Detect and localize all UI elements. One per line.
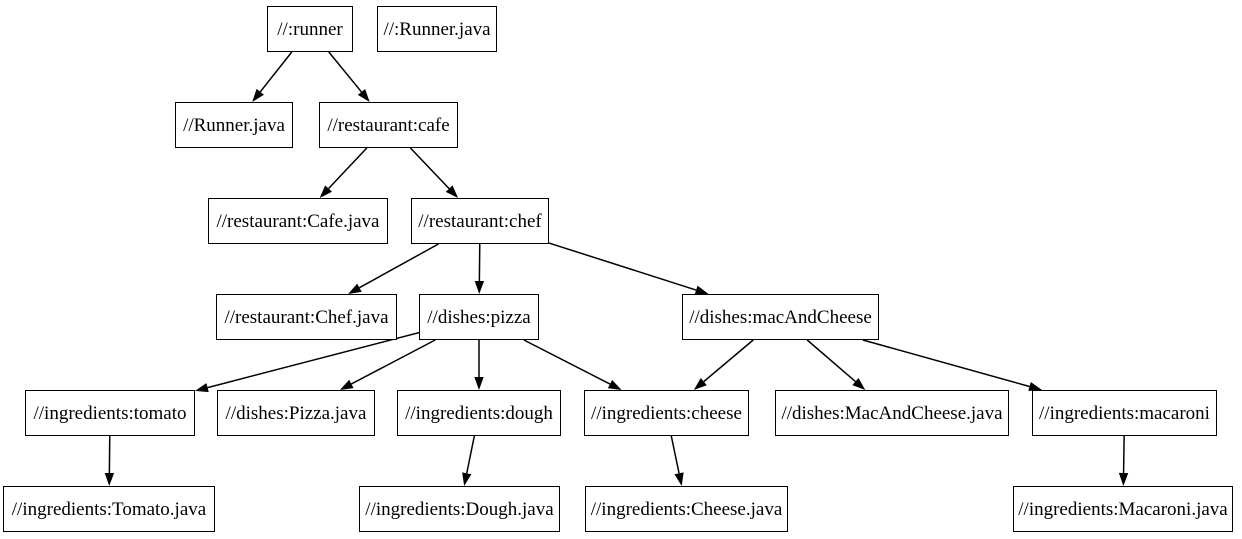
arrowhead-icon: [1028, 381, 1043, 392]
graph-node-runner-java-root: //:Runner.java: [377, 6, 497, 52]
graph-node-label: //ingredients:macaroni: [1039, 402, 1210, 424]
graph-node-pizza-java: //dishes:Pizza.java: [217, 390, 375, 436]
arrowhead-icon: [339, 379, 354, 390]
edge-macaroni-to-macaroni-java: [1122, 435, 1125, 474]
graph-node-label: //ingredients:Macaroni.java: [1018, 498, 1228, 520]
graph-node-label: //:Runner.java: [383, 18, 491, 40]
graph-node-dough: //ingredients:dough: [397, 390, 561, 436]
graph-node-label: //dishes:MacAndCheese.java: [781, 402, 1003, 424]
arrowhead-icon: [1118, 472, 1129, 486]
edge-cafe-to-cafe-java: [328, 147, 368, 190]
arrowhead-icon: [252, 88, 264, 102]
graph-node-label: //dishes:Pizza.java: [225, 402, 367, 424]
arrowhead-icon: [348, 283, 362, 294]
graph-node-cafe: //restaurant:cafe: [319, 102, 458, 148]
arrowhead-icon: [445, 185, 459, 198]
graph-node-label: //ingredients:Tomato.java: [11, 498, 207, 520]
graph-node-chef-java: //restaurant:Chef.java: [216, 294, 397, 340]
graph-node-macaroni: //ingredients:macaroni: [1032, 390, 1217, 436]
graph-node-label: //ingredients:dough: [405, 402, 553, 424]
edge-chef-to-mac-and-cheese: [548, 242, 697, 291]
arrowhead-icon: [693, 378, 707, 390]
graph-node-dough-java: //ingredients:Dough.java: [359, 486, 560, 532]
edge-pizza-to-cheese: [523, 339, 611, 385]
edge-pizza-to-pizza-java: [351, 339, 436, 385]
graph-node-mac-and-cheese-java: //dishes:MacAndCheese.java: [775, 390, 1009, 436]
graph-node-label: //ingredients:Dough.java: [365, 498, 554, 520]
edge-mac-and-cheese-to-mac-and-cheese-java: [806, 339, 856, 383]
graph-node-cheese-java: //ingredients:Cheese.java: [585, 486, 788, 532]
graph-node-label: //Runner.java: [183, 114, 285, 136]
arrowhead-icon: [474, 280, 485, 294]
graph-node-label: //dishes:pizza: [427, 306, 531, 328]
graph-node-pizza: //dishes:pizza: [419, 294, 539, 340]
arrowhead-icon: [462, 472, 472, 486]
edge-cafe-to-chef: [409, 147, 450, 190]
graph-node-cafe-java: //restaurant:Cafe.java: [208, 198, 388, 244]
arrowhead-icon: [195, 383, 209, 393]
graph-node-label: //restaurant:cafe: [327, 114, 450, 136]
arrowhead-icon: [674, 472, 684, 486]
graph-node-cheese: //ingredients:cheese: [584, 390, 749, 436]
edge-runner-to-cafe: [328, 51, 363, 93]
arrowhead-icon: [474, 377, 484, 390]
graph-node-mac-and-cheese: //dishes:macAndCheese: [682, 294, 879, 340]
graph-node-label: //restaurant:Cafe.java: [216, 210, 380, 232]
graph-node-label: //ingredients:tomato: [33, 402, 187, 424]
edge-chef-to-chef-java: [359, 243, 439, 289]
graph-node-label: //dishes:macAndCheese: [689, 306, 872, 328]
graph-node-runner: //:runner: [267, 6, 353, 52]
edge-dough-to-dough-java: [466, 435, 476, 474]
graph-node-label: //:runner: [277, 18, 343, 40]
arrowhead-icon: [852, 377, 866, 390]
graph-node-label: //ingredients:Cheese.java: [590, 498, 783, 520]
arrowhead-icon: [607, 379, 622, 390]
graph-node-label: //restaurant:chef: [418, 210, 542, 232]
graph-node-label: //restaurant:Chef.java: [224, 306, 389, 328]
edge-mac-and-cheese-to-cheese: [703, 339, 754, 383]
graph-node-runner-java: //Runner.java: [175, 102, 293, 148]
graph-node-tomato: //ingredients:tomato: [25, 390, 195, 436]
graph-node-chef: //restaurant:chef: [411, 198, 549, 244]
edge-pizza-to-tomato: [207, 331, 420, 389]
arrowhead-icon: [319, 185, 333, 198]
arrowhead-icon: [694, 285, 709, 295]
arrowhead-icon: [104, 472, 115, 486]
graph-node-macaroni-java: //ingredients:Macaroni.java: [1013, 486, 1233, 532]
edge-cheese-to-cheese-java: [670, 435, 680, 474]
edge-mac-and-cheese-to-macaroni: [862, 339, 1030, 388]
arrowhead-icon: [357, 88, 370, 102]
graph-node-tomato-java: //ingredients:Tomato.java: [3, 486, 215, 532]
graph-node-label: //ingredients:cheese: [591, 402, 742, 424]
edge-runner-to-runner-java: [259, 51, 293, 93]
